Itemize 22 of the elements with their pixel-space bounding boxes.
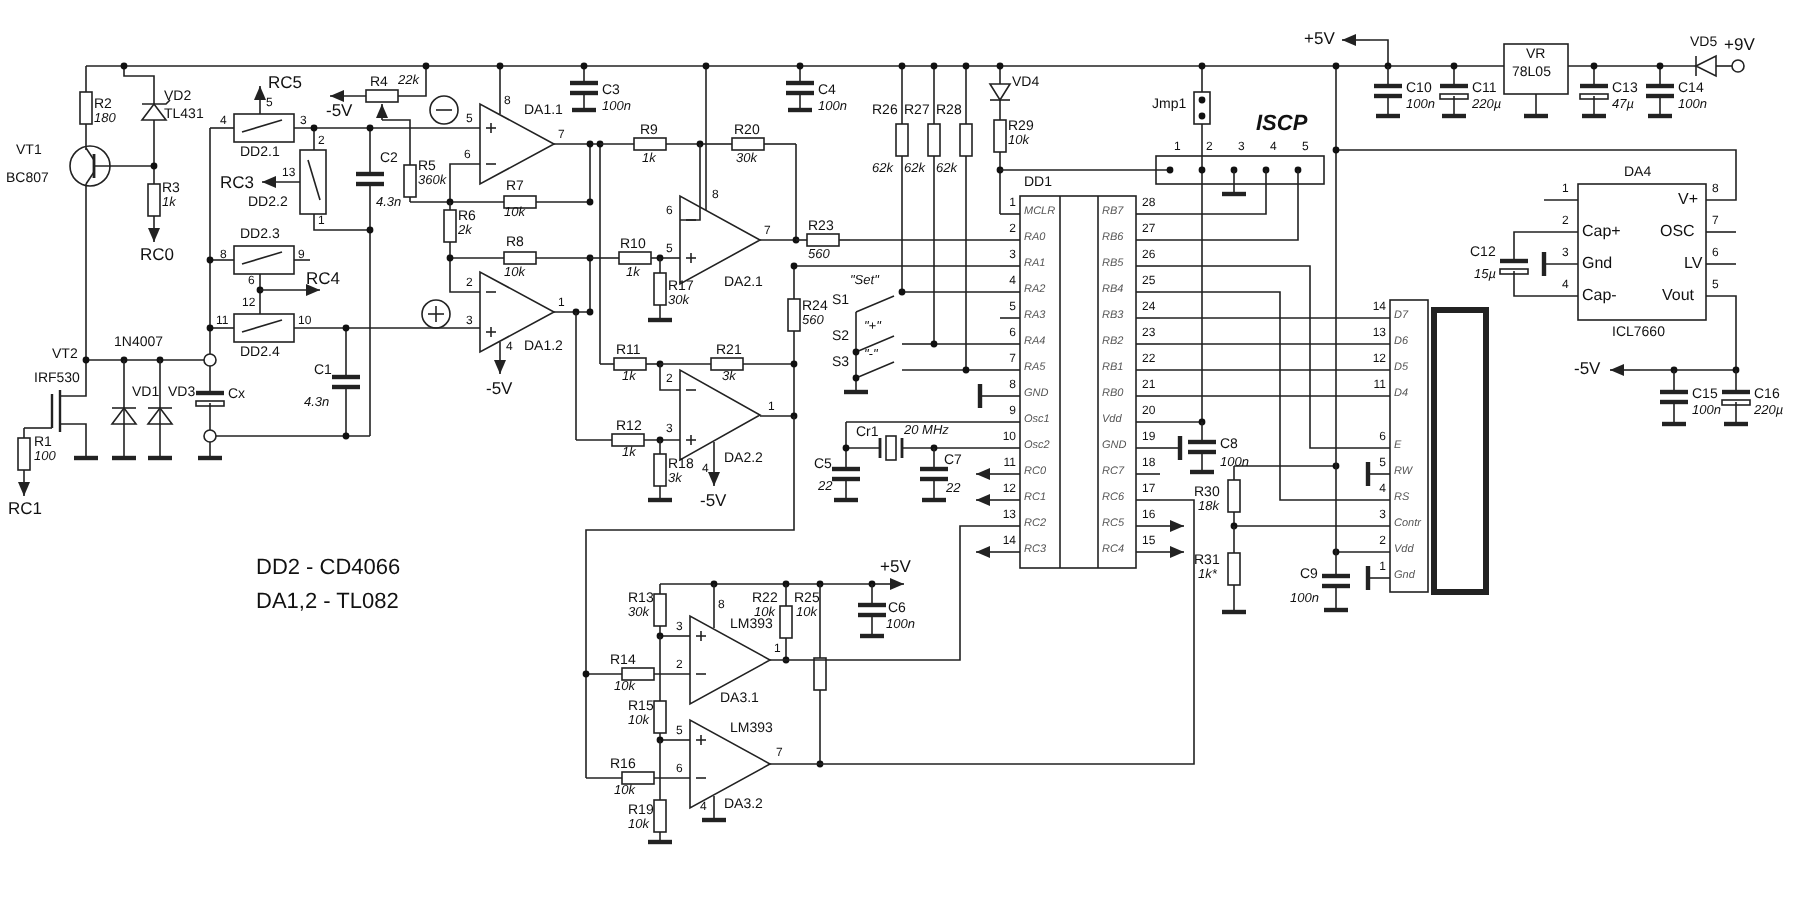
pin-name: Gnd [1582, 256, 1613, 272]
note-text: DA1,2 - TL082 [256, 592, 399, 614]
net-label: RC1 [8, 500, 43, 517]
net-label: RC3 [220, 174, 255, 191]
net-label: RC0 [140, 246, 175, 263]
net-label: -5V [326, 102, 353, 119]
pin-name: Cap- [1582, 288, 1617, 304]
pin-name: Vout [1662, 288, 1695, 304]
net-label: -5V [486, 380, 513, 397]
note-text: DD2 - CD4066 [256, 558, 401, 580]
net-label: +9V [1724, 36, 1755, 53]
net-label: +5V [880, 558, 911, 575]
net-label: RC4 [306, 270, 341, 287]
pin-name: OSC [1660, 224, 1695, 240]
header-label: ISCP [1256, 114, 1308, 136]
net-label: RC5 [268, 74, 303, 91]
net-label: -5V [700, 492, 727, 509]
pin-name: LV [1684, 256, 1703, 272]
net-label: +5V [1304, 30, 1335, 47]
net-label: -5V [1574, 360, 1601, 377]
pin-name: Cap+ [1582, 224, 1621, 240]
pin-name: V+ [1678, 192, 1699, 208]
